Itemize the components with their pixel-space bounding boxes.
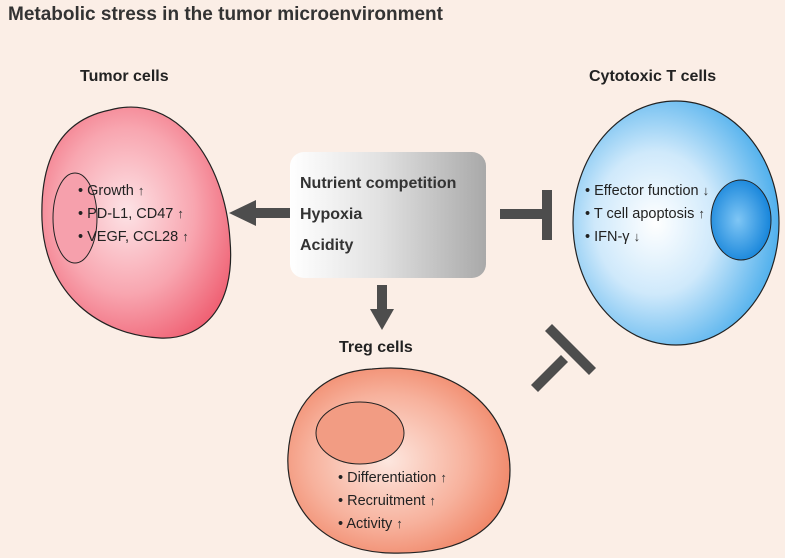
tcell-bullet-2: • T cell apoptosis ↑	[585, 206, 705, 222]
treg-bullet-1: • Differentiation ↑	[338, 470, 447, 486]
treg-bullet-3: • Activity ↑	[338, 516, 403, 532]
tumor-item-1: Growth	[87, 183, 134, 199]
up-arrow-icon: ↑	[698, 206, 705, 221]
tcell-item-2: T cell apoptosis	[593, 206, 695, 222]
inhibit-tcell-icon	[500, 190, 552, 240]
treg-item-3: Activity	[346, 516, 393, 532]
tumor-cell-nucleus	[52, 172, 98, 264]
inhibit-treg-tcell-icon	[531, 324, 596, 392]
treg-bullet-2: • Recruitment ↑	[338, 493, 436, 509]
tcell-bullet-3: • IFN-γ ↓	[585, 229, 641, 245]
tcell-item-3: IFN-γ	[594, 229, 630, 245]
up-arrow-icon: ↑	[182, 229, 189, 244]
tumor-item-3: VEGF, CCL28	[87, 229, 179, 245]
up-arrow-icon: ↑	[396, 516, 403, 531]
tumor-cell-membrane	[41, 106, 232, 339]
arrow-to-treg-icon	[370, 285, 394, 330]
up-arrow-icon: ↑	[429, 493, 436, 508]
tumor-cells-label: Tumor cells	[80, 68, 169, 85]
treg-item-2: Recruitment	[347, 493, 426, 509]
tumor-bullet-3: • VEGF, CCL28 ↑	[78, 229, 189, 245]
stress-factors-box	[290, 152, 486, 278]
treg-label: Treg cells	[339, 339, 413, 356]
up-arrow-icon: ↑	[440, 470, 447, 485]
tcell-membrane	[572, 100, 780, 346]
arrow-to-tumor-icon	[229, 200, 290, 226]
tumor-bullet-1: • Growth ↑	[78, 183, 145, 199]
tcell-bullet-1: • Effector function ↓	[585, 183, 710, 199]
tcell-item-1: Effector function	[594, 183, 699, 199]
down-arrow-icon: ↓	[702, 183, 710, 198]
stress-factor-2: Hypoxia	[300, 206, 363, 223]
treg-item-1: Differentiation	[347, 470, 437, 486]
tcell-label: Cytotoxic T cells	[589, 68, 717, 85]
up-arrow-icon: ↑	[177, 206, 184, 221]
down-arrow-icon: ↓	[633, 229, 641, 244]
tumor-bullet-2: • PD-L1, CD47 ↑	[78, 206, 184, 222]
stress-factor-3: Acidity	[300, 237, 354, 254]
treg-cell-nucleus	[315, 401, 405, 465]
tcell-nucleus	[710, 179, 772, 261]
diagram-title: Metabolic stress in the tumor microenvir…	[8, 4, 443, 25]
up-arrow-icon: ↑	[137, 183, 145, 198]
tumor-item-2: PD-L1, CD47	[87, 206, 174, 222]
stress-factor-1: Nutrient competition	[300, 175, 457, 192]
